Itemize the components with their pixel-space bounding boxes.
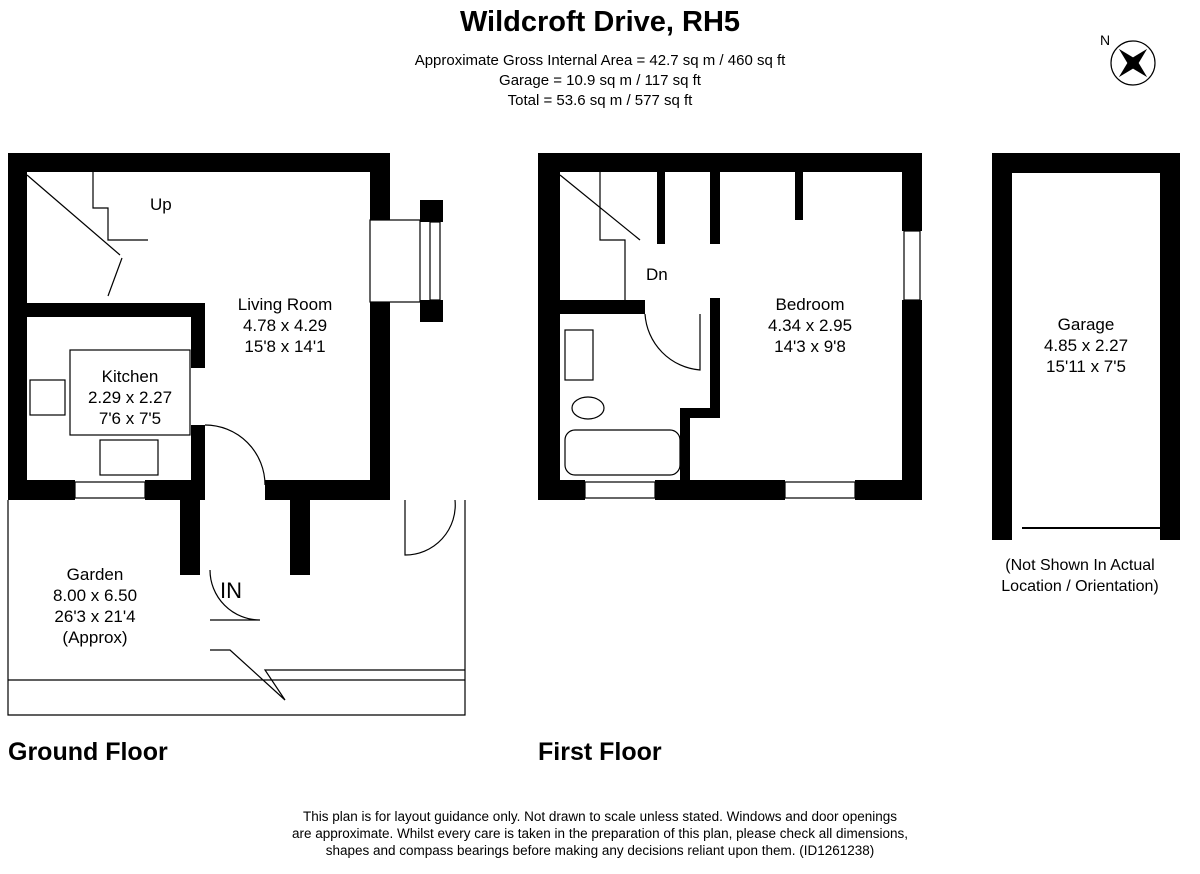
gross-area: Approximate Gross Internal Area = 42.7 s… bbox=[414, 52, 786, 69]
garage-area: Garage = 10.9 sq m / 117 sq ft bbox=[499, 72, 701, 89]
first-floor-label: First Floor bbox=[538, 738, 662, 766]
garage-walls bbox=[992, 153, 1180, 540]
room-living: Living Room 4.78 x 4.29 15'8 x 14'1 bbox=[200, 294, 370, 357]
room-metric: 8.00 x 6.50 bbox=[52, 586, 138, 605]
page-title: Wildcroft Drive, RH5 bbox=[459, 6, 741, 38]
total-area: Total = 53.6 sq m / 577 sq ft bbox=[507, 92, 693, 109]
compass-icon bbox=[1110, 40, 1156, 86]
room-name: Garage bbox=[1057, 315, 1115, 334]
first-floor-details bbox=[559, 172, 921, 499]
compass-north-label: N bbox=[1100, 32, 1111, 48]
room-bedroom: Bedroom 4.34 x 2.95 14'3 x 9'8 bbox=[730, 294, 890, 357]
garage-note-line: (Not Shown In Actual bbox=[1005, 557, 1155, 574]
disclaimer-line: shapes and compass bearings before makin… bbox=[325, 843, 875, 858]
room-metric: 4.78 x 4.29 bbox=[242, 316, 328, 335]
room-name: Living Room bbox=[237, 295, 333, 314]
ground-floor-label: Ground Floor bbox=[8, 738, 168, 766]
entrance-label: IN bbox=[220, 578, 242, 603]
first-floor-walls bbox=[538, 153, 922, 500]
room-imperial: 26'3 x 21'4 bbox=[54, 607, 136, 626]
room-metric: 4.34 x 2.95 bbox=[767, 316, 853, 335]
room-note: (Approx) bbox=[62, 628, 128, 647]
ground-floor-walls bbox=[8, 153, 443, 575]
room-imperial: 15'8 x 14'1 bbox=[244, 337, 326, 356]
ground-floor-details bbox=[7, 172, 466, 716]
room-name: Kitchen bbox=[101, 367, 159, 386]
room-metric: 2.29 x 2.27 bbox=[87, 388, 173, 407]
room-kitchen: Kitchen 2.29 x 2.27 7'6 x 7'5 bbox=[75, 366, 185, 429]
stairs-down-label: Dn bbox=[646, 265, 668, 284]
room-name: Garden bbox=[66, 565, 124, 584]
room-imperial: 14'3 x 9'8 bbox=[774, 337, 846, 356]
room-garden: Garden 8.00 x 6.50 26'3 x 21'4 (Approx) bbox=[30, 564, 160, 648]
room-imperial: 7'6 x 7'5 bbox=[98, 409, 162, 428]
disclaimer: This plan is for layout guidance only. N… bbox=[0, 808, 1200, 859]
room-metric: 4.85 x 2.27 bbox=[1043, 336, 1129, 355]
disclaimer-line: are approximate. Whilst every care is ta… bbox=[291, 826, 909, 841]
disclaimer-line: This plan is for layout guidance only. N… bbox=[302, 809, 898, 824]
room-garage: Garage 4.85 x 2.27 15'11 x 7'5 bbox=[1012, 314, 1160, 377]
room-name: Bedroom bbox=[775, 295, 845, 314]
garage-note: (Not Shown In Actual Location / Orientat… bbox=[980, 555, 1180, 597]
stairs-up-label: Up bbox=[150, 195, 172, 214]
room-imperial: 15'11 x 7'5 bbox=[1046, 357, 1126, 376]
garage-note-line: Location / Orientation) bbox=[1001, 578, 1159, 595]
